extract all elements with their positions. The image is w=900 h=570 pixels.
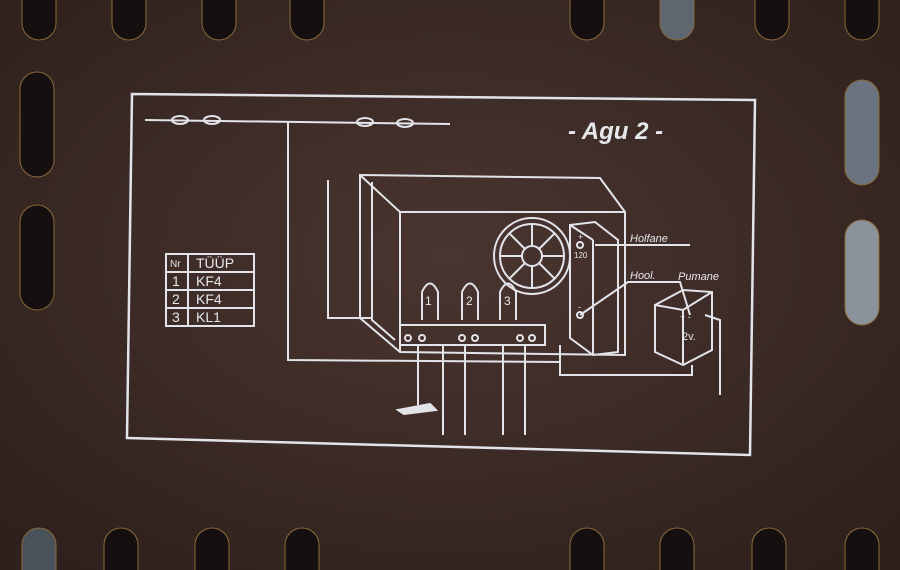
model-title: - Agu 2 - [568, 118, 663, 145]
voltage-120-label: 120 [574, 251, 588, 260]
tube-table [165, 253, 255, 327]
minus-terminal-label: - [578, 302, 581, 312]
tube-number-3: 3 [504, 294, 511, 308]
tube-number-2: 2 [466, 294, 473, 308]
table-row-2-type: KF4 [196, 291, 222, 307]
ventilation-slots [19, 0, 880, 570]
table-row-2-nr: 2 [172, 291, 180, 307]
nool-label: Hool. [630, 270, 656, 282]
battery-poles-label: + - [680, 312, 691, 322]
speaker-label: Holfane [630, 233, 668, 245]
table-row-1-nr: 1 [172, 273, 180, 289]
table-row-3-type: KL1 [196, 309, 221, 325]
battery-label: Pumane [678, 271, 719, 283]
plus-terminal-label: + [578, 232, 583, 242]
table-header-type: TÜÜP [196, 254, 234, 271]
table-row-3-nr: 3 [172, 309, 180, 325]
battery-voltage-label: 2v. [682, 331, 696, 343]
tube-number-1: 1 [425, 294, 432, 308]
table-header-nr: Nr [170, 259, 181, 270]
table-row-1-type: KF4 [196, 273, 222, 289]
wiring-diagram [125, 92, 757, 457]
